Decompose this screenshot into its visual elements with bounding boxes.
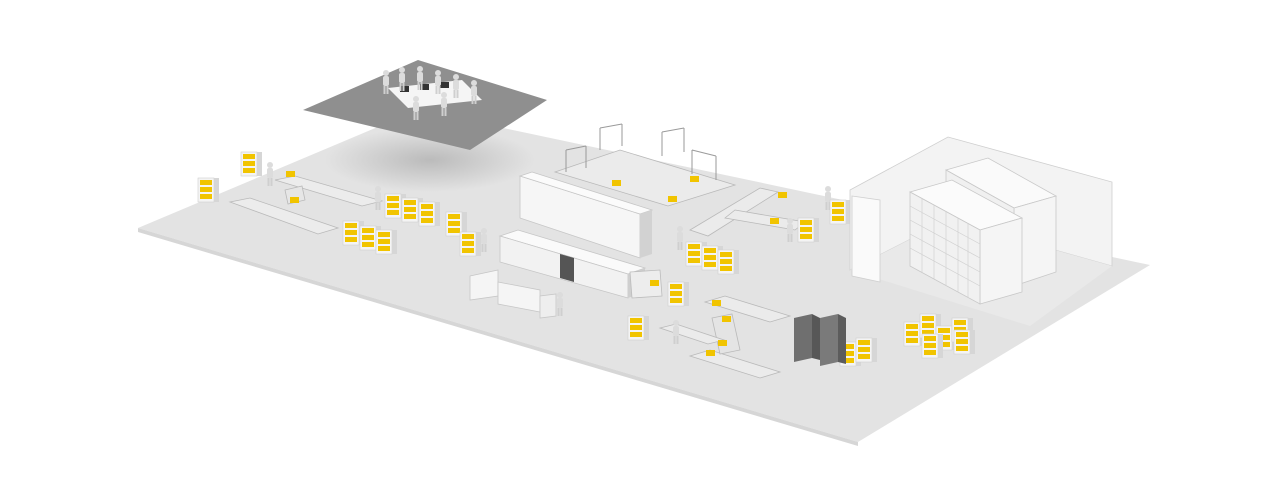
tote-cart [667,281,690,307]
tote-cart [855,337,878,363]
sorter-line [445,123,737,259]
sorter-conveyor-grid [553,149,737,207]
tote-cart [921,333,944,359]
receiving-zone [197,151,441,255]
outbound-zone [627,295,878,379]
tote-cart [627,315,650,341]
tote-cart [240,151,263,177]
tote-on-conveyor [612,180,621,186]
receiving-conveyor-bottom [228,197,340,235]
tote-cart [375,229,398,255]
shelving-unit [908,179,1024,305]
labeling-station [469,269,557,319]
tote-on-conveyor [286,171,295,177]
packing-machine-band [560,254,574,282]
mezzanine-shadow [325,128,535,192]
storage-room-door [851,195,881,283]
server-cabinets [794,314,846,366]
tote-on-conveyor [718,340,727,346]
packing-line [469,229,740,319]
transfer-conveyor [689,186,852,243]
floor-edge-left [138,228,858,446]
outbound-conveyor-bottom [688,349,782,379]
tote-on-conveyor [778,192,787,198]
office-workstations [383,66,482,120]
tote-cart [717,249,740,275]
monitor-2 [420,84,429,90]
receiving-conveyor-top [274,175,384,207]
outbound-conveyor-top [703,295,792,323]
tote-on-conveyor [650,280,659,286]
office-mezzanine [303,60,547,150]
tote-cart [197,177,220,203]
tote-on-conveyor [706,350,715,356]
tote-cart [797,217,820,243]
sorter-machine-side [640,210,652,258]
sorter-gantries [565,123,717,180]
storage-room [849,136,1113,326]
tote-on-conveyor [722,316,731,322]
tote-cart [953,329,976,355]
output-tunnel [629,269,663,299]
tote-on-conveyor [690,176,699,182]
monitor-3 [440,82,449,88]
tote-on-conveyor [668,196,677,202]
tote-on-conveyor [770,218,779,224]
tote-cart [829,199,852,225]
tote-on-conveyor [712,300,721,306]
tote-cart [459,231,482,257]
tote-cart [418,201,441,227]
tote-on-conveyor [290,197,299,203]
